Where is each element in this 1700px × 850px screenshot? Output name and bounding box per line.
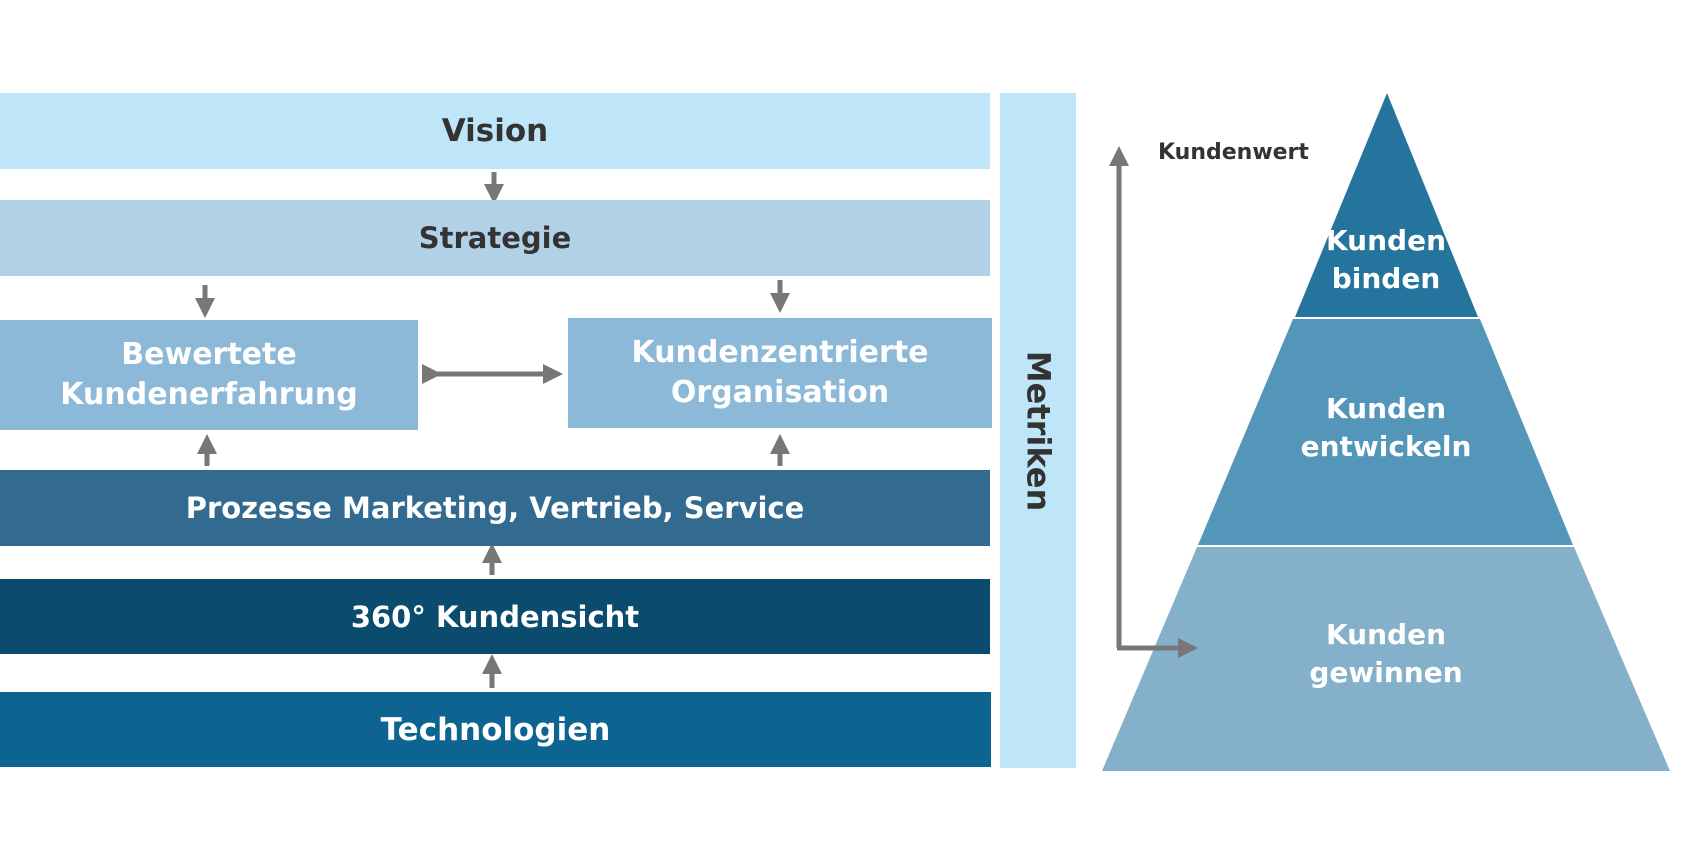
kundenwert-axis-label: Kundenwert [1158,140,1309,165]
pyramid-middle [1198,319,1573,545]
kundenzentrierte-label-line1: Kundenzentrierte [631,335,929,370]
bewertete-label-line2: Kundenerfahrung [60,377,358,412]
prozesse-label: Prozesse Marketing, Vertrieb, Service [185,491,805,525]
pyramid-bottom-label: Kunden gewinnen [1236,616,1536,692]
pyramid-top-label: Kunden binden [1236,222,1536,298]
vision-label: Vision [441,113,549,149]
pyramid-bottom-line1: Kunden [1325,618,1447,651]
pyramid-bottom [1102,547,1670,771]
technologien-label: Technologien [380,711,611,748]
pyramid-top [1295,93,1478,317]
bewertete-label-line1: Bewertete [121,337,297,372]
pyramid-bottom-line2: gewinnen [1309,656,1463,689]
kundensicht-label: 360° Kundensicht [350,599,640,634]
bewertete-kundenerfahrung-box: Bewertete Kundenerfahrung [0,320,418,430]
pyramid-top-line1: Kunden [1325,224,1447,257]
kundenzentrierte-label-line2: Organisation [670,375,890,410]
kundensicht-box: 360° Kundensicht [0,579,990,654]
strategie-label: Strategie [418,221,572,255]
prozesse-box: Prozesse Marketing, Vertrieb, Service [0,470,990,546]
kundenzentrierte-organisation-box: Kundenzentrierte Organisation [568,318,992,428]
metriken-bar: Metriken [1000,93,1076,768]
technologien-box: Technologien [0,692,991,767]
pyramid-middle-label: Kunden entwickeln [1236,390,1536,466]
pyramid-top-line2: binden [1331,262,1441,295]
pyramid-middle-line2: entwickeln [1300,430,1472,463]
strategie-box: Strategie [0,200,990,276]
vision-box: Vision [0,93,990,169]
metriken-label: Metriken [1019,350,1057,511]
pyramid-middle-line1: Kunden [1325,392,1447,425]
